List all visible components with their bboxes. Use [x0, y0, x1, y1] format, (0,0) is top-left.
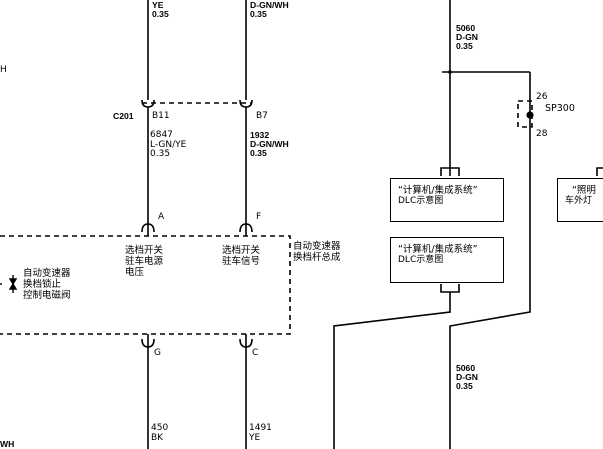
pin-a-function: 选档开关 驻车电源 电压: [125, 245, 164, 278]
wire-label-ye-top: YE 0.35: [152, 0, 169, 19]
edge-label-bottom: WH: [0, 439, 15, 449]
ref-box-dlc-1-title: “计算机/集成系统”: [398, 185, 478, 196]
wire-dlc-out: [333, 300, 451, 449]
wire-label-5060-top: 5060 D-GN 0.35: [456, 23, 478, 51]
splice-pin-28: 28: [536, 129, 548, 139]
splice-pin-26: 26: [536, 92, 548, 102]
ref-box-lighting-subtitle: 车外灯: [565, 196, 593, 206]
ref-box-dlc-1[interactable]: “计算机/集成系统” DLC示意图: [390, 178, 504, 222]
pin-b7-label: B7: [256, 111, 268, 121]
wire-label-dgnwh-top: D-GN/WH 0.35: [250, 0, 289, 19]
solenoid-label: 自动变速器 换档锁止 控制电磁阀: [23, 268, 71, 301]
pin-f-label: F: [256, 212, 262, 222]
pin-b11-label: B11: [152, 111, 170, 121]
ref-box-dlc-1-subtitle: DLC示意图: [398, 196, 444, 206]
ref-box-lighting-title: “照明: [572, 185, 596, 196]
wire-label-1932: 1932 D-GN/WH 0.35: [250, 130, 289, 158]
pin-f-function: 选档开关 驻车信号: [222, 245, 261, 267]
wire-label-450: 450 BK: [151, 423, 169, 443]
edge-label-top: H: [0, 65, 7, 75]
wire-label-6847: 6847 L-GN/YE 0.35: [150, 130, 187, 160]
shifter-assembly-outline: [0, 235, 291, 335]
splice-sp300-wire: [449, 72, 531, 449]
pin-a-label: A: [158, 212, 165, 222]
ref-box-lighting[interactable]: “照明 车外灯: [557, 178, 603, 222]
splice-sp300-dot: [526, 111, 534, 119]
ref-box-dlc-2[interactable]: “计算机/集成系统” DLC示意图: [390, 237, 504, 283]
splice-name: SP300: [545, 103, 575, 114]
pin-c-label: C: [252, 348, 259, 358]
connector-c201-label: C201: [113, 111, 134, 121]
wire-label-1491: 1491 YE: [249, 423, 272, 443]
wire-label-5060-bottom: 5060 D-GN 0.35: [456, 363, 478, 391]
shifter-assembly-label: 自动变速器 换档杆总成: [293, 241, 341, 263]
pin-g-label: G: [154, 348, 161, 358]
ref-box-dlc-2-subtitle: DLC示意图: [398, 255, 444, 265]
ref-box-dlc-2-title: “计算机/集成系统”: [398, 244, 478, 255]
